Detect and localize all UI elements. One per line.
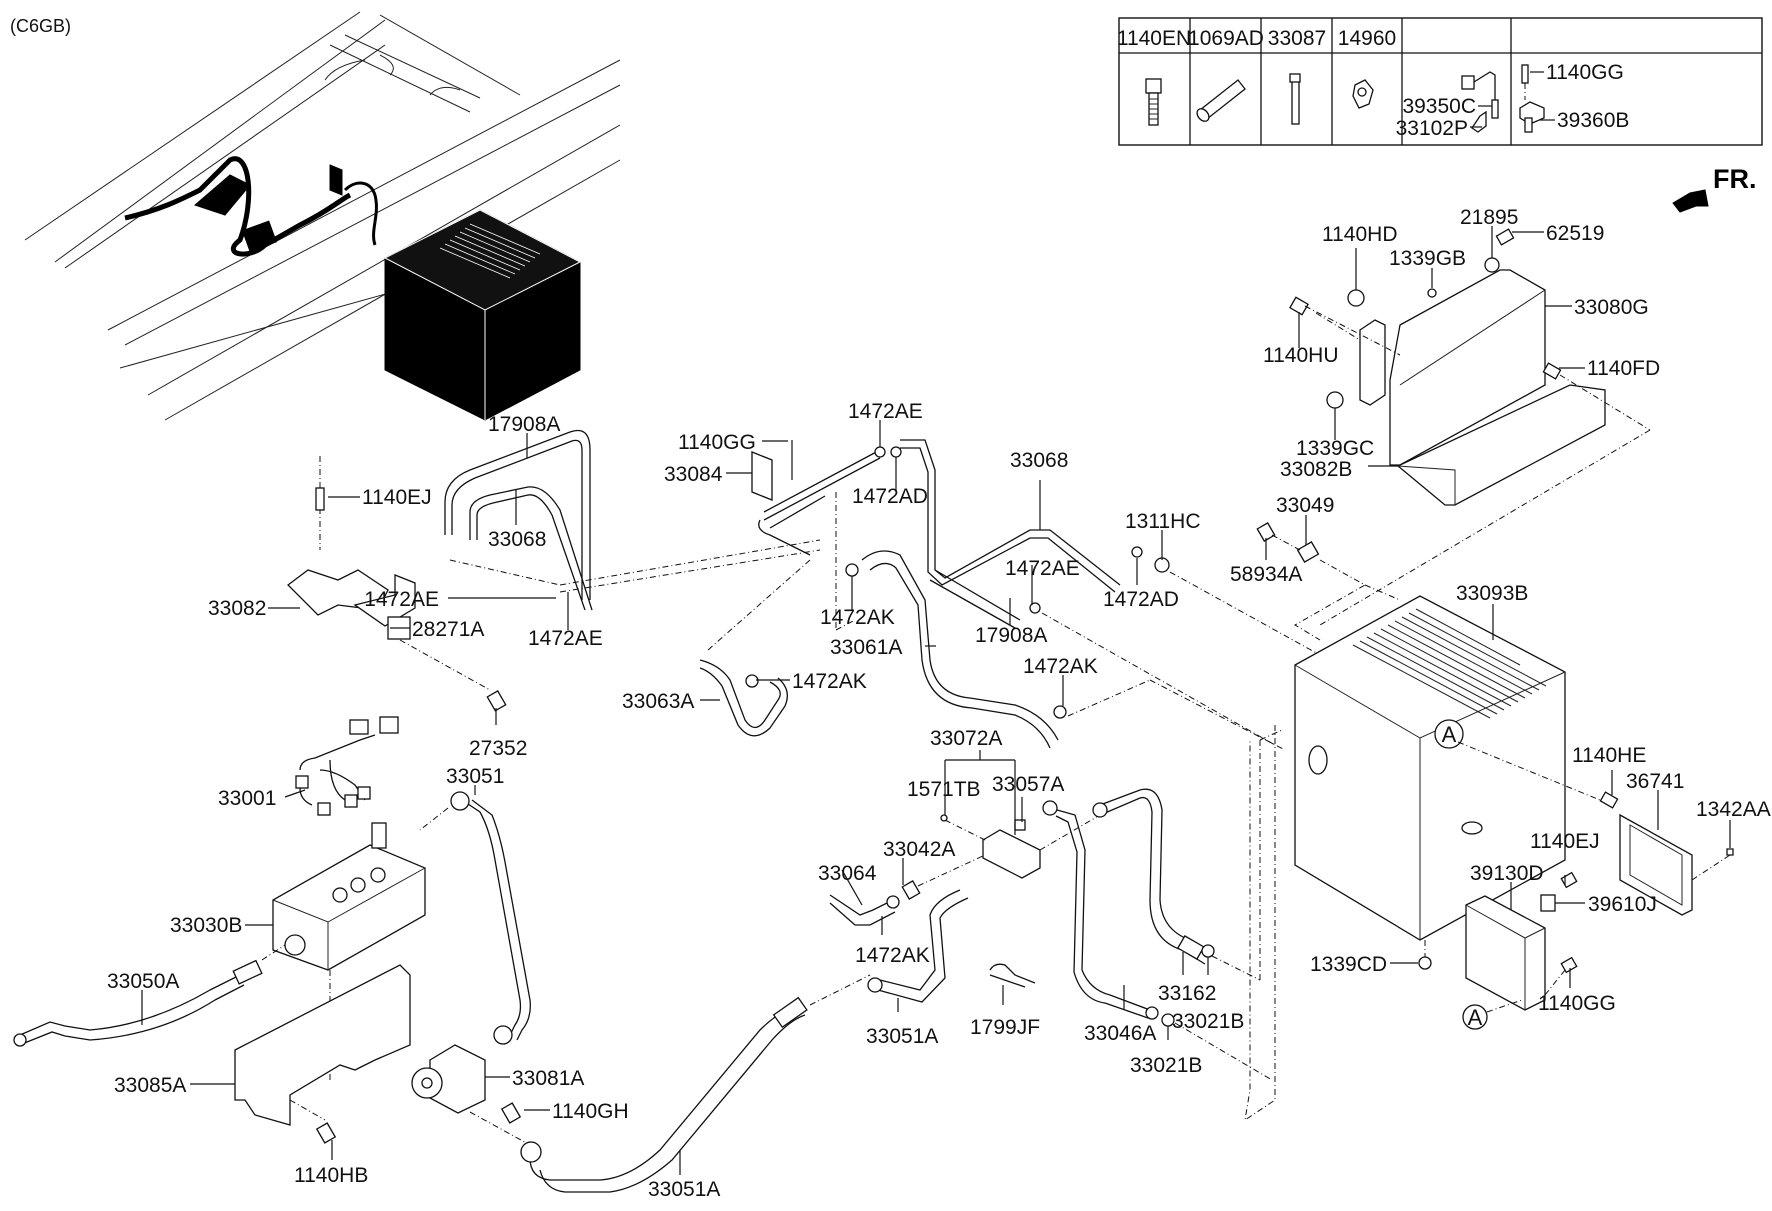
part-label: 1140HE (1572, 744, 1646, 767)
callout-a-bottom-text: A (1468, 1005, 1483, 1030)
part-label: 36741 (1626, 770, 1684, 793)
sensor-bracket-icon (1519, 64, 1545, 133)
part-shapes: A A (13, 228, 1734, 1193)
oxygen-sensor-icon (1461, 71, 1499, 133)
part-label: 1472AK (792, 670, 867, 693)
table-header-33087: 33087 (1268, 27, 1326, 50)
part-label: 1472AD (1103, 588, 1179, 611)
part-label: 33021B (1130, 1054, 1202, 1077)
label-39360B: 39360B (1557, 109, 1629, 132)
part-label: 33063A (622, 690, 694, 713)
part-label: 1140FD (1587, 357, 1660, 380)
label-1140GG-table: 1140GG (1546, 61, 1624, 84)
part-label: 33051A (866, 1025, 938, 1048)
part-label: 33081A (512, 1067, 584, 1090)
table-header-14960: 14960 (1338, 27, 1396, 50)
part-label: 33068 (488, 528, 546, 551)
part-label: 1140HB (294, 1164, 368, 1187)
part-label: 1571TB (907, 778, 981, 801)
part-label: 33057A (992, 773, 1064, 796)
front-arrow-icon (1672, 189, 1709, 213)
part-label: 62519 (1546, 222, 1604, 245)
part-label: 17908A (975, 624, 1047, 647)
part-label: 33162 (1158, 982, 1216, 1005)
part-label: 1140EJ (1530, 830, 1600, 853)
part-label: 1339CD (1310, 953, 1387, 976)
part-label: 33072A (930, 727, 1002, 750)
part-label: 17908A (488, 413, 560, 436)
part-label: 33049 (1276, 494, 1334, 517)
part-label: 1311HC (1125, 510, 1201, 533)
strap-icon (1289, 73, 1301, 125)
part-labels: 17908A 1140EJ 33068 33082 1472AE 28271A … (107, 206, 1771, 1201)
part-label: 1140EJ (362, 486, 432, 509)
part-label: 33050A (107, 970, 179, 993)
part-label: 21895 (1460, 206, 1518, 229)
part-label: 33046A (1084, 1022, 1156, 1045)
part-label: 1472AK (1023, 655, 1098, 678)
callout-circle-a-bottom: A (1462, 1004, 1488, 1030)
part-label: 33064 (818, 862, 877, 885)
callout-a-top-text: A (1442, 722, 1457, 747)
part-label: 33001 (218, 787, 276, 810)
part-label: 1799JF (970, 1016, 1040, 1039)
part-label: 1472AE (848, 400, 923, 423)
label-39350C: 39350C (1402, 95, 1476, 118)
part-label: 1140GH (552, 1100, 629, 1123)
part-label: 1472AE (1005, 557, 1080, 580)
part-label: 33068 (1010, 449, 1068, 472)
part-label: 1140HU (1263, 344, 1339, 367)
part-label: 1472AD (852, 485, 928, 508)
part-label: 33084 (664, 463, 723, 486)
front-label: FR. (1713, 164, 1757, 194)
part-label: 33082B (1280, 458, 1352, 481)
bolt-icon (1145, 78, 1162, 126)
part-label: 33030B (170, 914, 242, 937)
part-label: 33093B (1456, 582, 1528, 605)
part-label: 1140GG (1538, 992, 1616, 1015)
part-label: 39130D (1470, 862, 1544, 885)
part-label: 1140HD (1322, 223, 1398, 246)
part-label: 27352 (469, 737, 527, 760)
part-label: 33061A (830, 636, 902, 659)
part-label: 58934A (1230, 563, 1302, 586)
table-header-1069AD: 1069AD (1188, 27, 1264, 50)
part-label: 33080G (1574, 296, 1649, 319)
vehicle-frame-overview (24, 11, 621, 421)
table-header-1140EN: 1140EN (1117, 27, 1191, 50)
harness-33001 (295, 716, 399, 816)
variant-label: (C6GB) (10, 16, 71, 36)
part-label: 1472AK (820, 606, 895, 629)
part-label: 1342AA (1696, 798, 1771, 821)
part-label: 1472AE (528, 627, 603, 650)
common-parts-table: 1140EN 1069AD 33087 14960 (1117, 17, 1763, 146)
front-direction-indicator: FR. (1672, 164, 1757, 213)
part-label: 33051 (446, 765, 504, 788)
part-label: 1339GC (1296, 437, 1374, 460)
part-label: 33021B (1172, 1010, 1244, 1033)
leader-lines (141, 226, 1731, 1175)
part-label: 1339GB (1389, 247, 1466, 270)
part-label: 1140GG (678, 431, 756, 454)
part-label: 33085A (114, 1074, 186, 1097)
part-label: 28271A (412, 618, 484, 641)
callout-circle-a-top: A (1434, 719, 1464, 749)
label-33102P: 33102P (1396, 117, 1468, 140)
clamp-icon (1352, 79, 1374, 109)
part-label: 33042A (883, 838, 955, 861)
part-label: 33082 (208, 597, 266, 620)
part-label: 39610J (1588, 893, 1657, 916)
part-label: 33051A (648, 1178, 720, 1201)
part-label: 1472AE (364, 588, 439, 611)
tube-icon (1196, 79, 1246, 122)
part-label: 1472AK (855, 944, 930, 967)
